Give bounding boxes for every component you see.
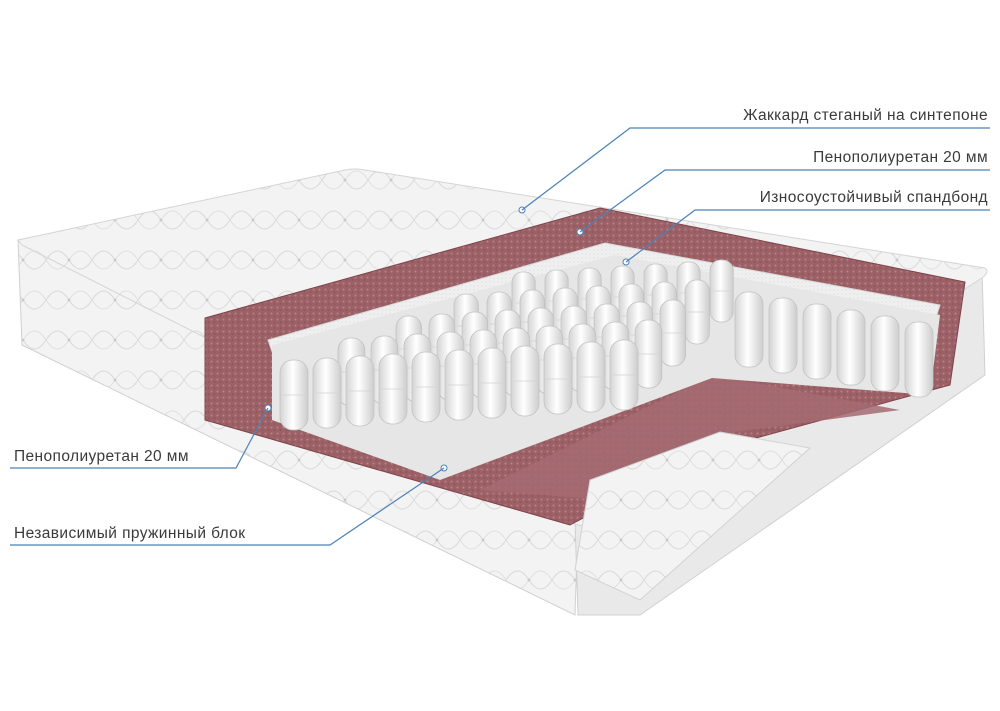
pocket-spring — [802, 303, 832, 380]
spring-block — [272, 255, 940, 480]
leader-line — [625, 209, 990, 263]
pocket-spring — [734, 291, 764, 368]
label-foam-top-text: Пенополиуретан 20 мм — [813, 149, 988, 166]
label-jacquard: Жаккард стеганый на синтепоне — [518, 107, 990, 214]
label-spunbond: Износоустойчивый спандбонд — [622, 189, 990, 266]
pocket-spring — [836, 309, 866, 386]
label-spunbond-text: Износоустойчивый спандбонд — [760, 189, 988, 206]
label-foam-side-text: Пенополиуретан 20 мм — [14, 448, 189, 465]
label-spring-block: Независимый пружинный блок — [10, 464, 448, 546]
bottom-quilt-panel — [574, 431, 812, 601]
label-spring-block-text: Независимый пружинный блок — [14, 525, 245, 542]
pocket-spring — [904, 321, 934, 398]
label-jacquard-text: Жаккард стеганый на синтепоне — [743, 107, 988, 124]
leader-line — [10, 407, 269, 469]
leader-line — [579, 169, 990, 233]
foam-bottom-band — [480, 375, 900, 500]
leader-line — [10, 467, 445, 546]
pocket-spring — [870, 315, 900, 392]
label-foam-side: Пенополиуретан 20 мм — [10, 404, 272, 469]
label-foam-top: Пенополиуретан 20 мм — [576, 149, 990, 236]
leader-line — [521, 127, 990, 211]
pocket-spring — [768, 297, 798, 374]
